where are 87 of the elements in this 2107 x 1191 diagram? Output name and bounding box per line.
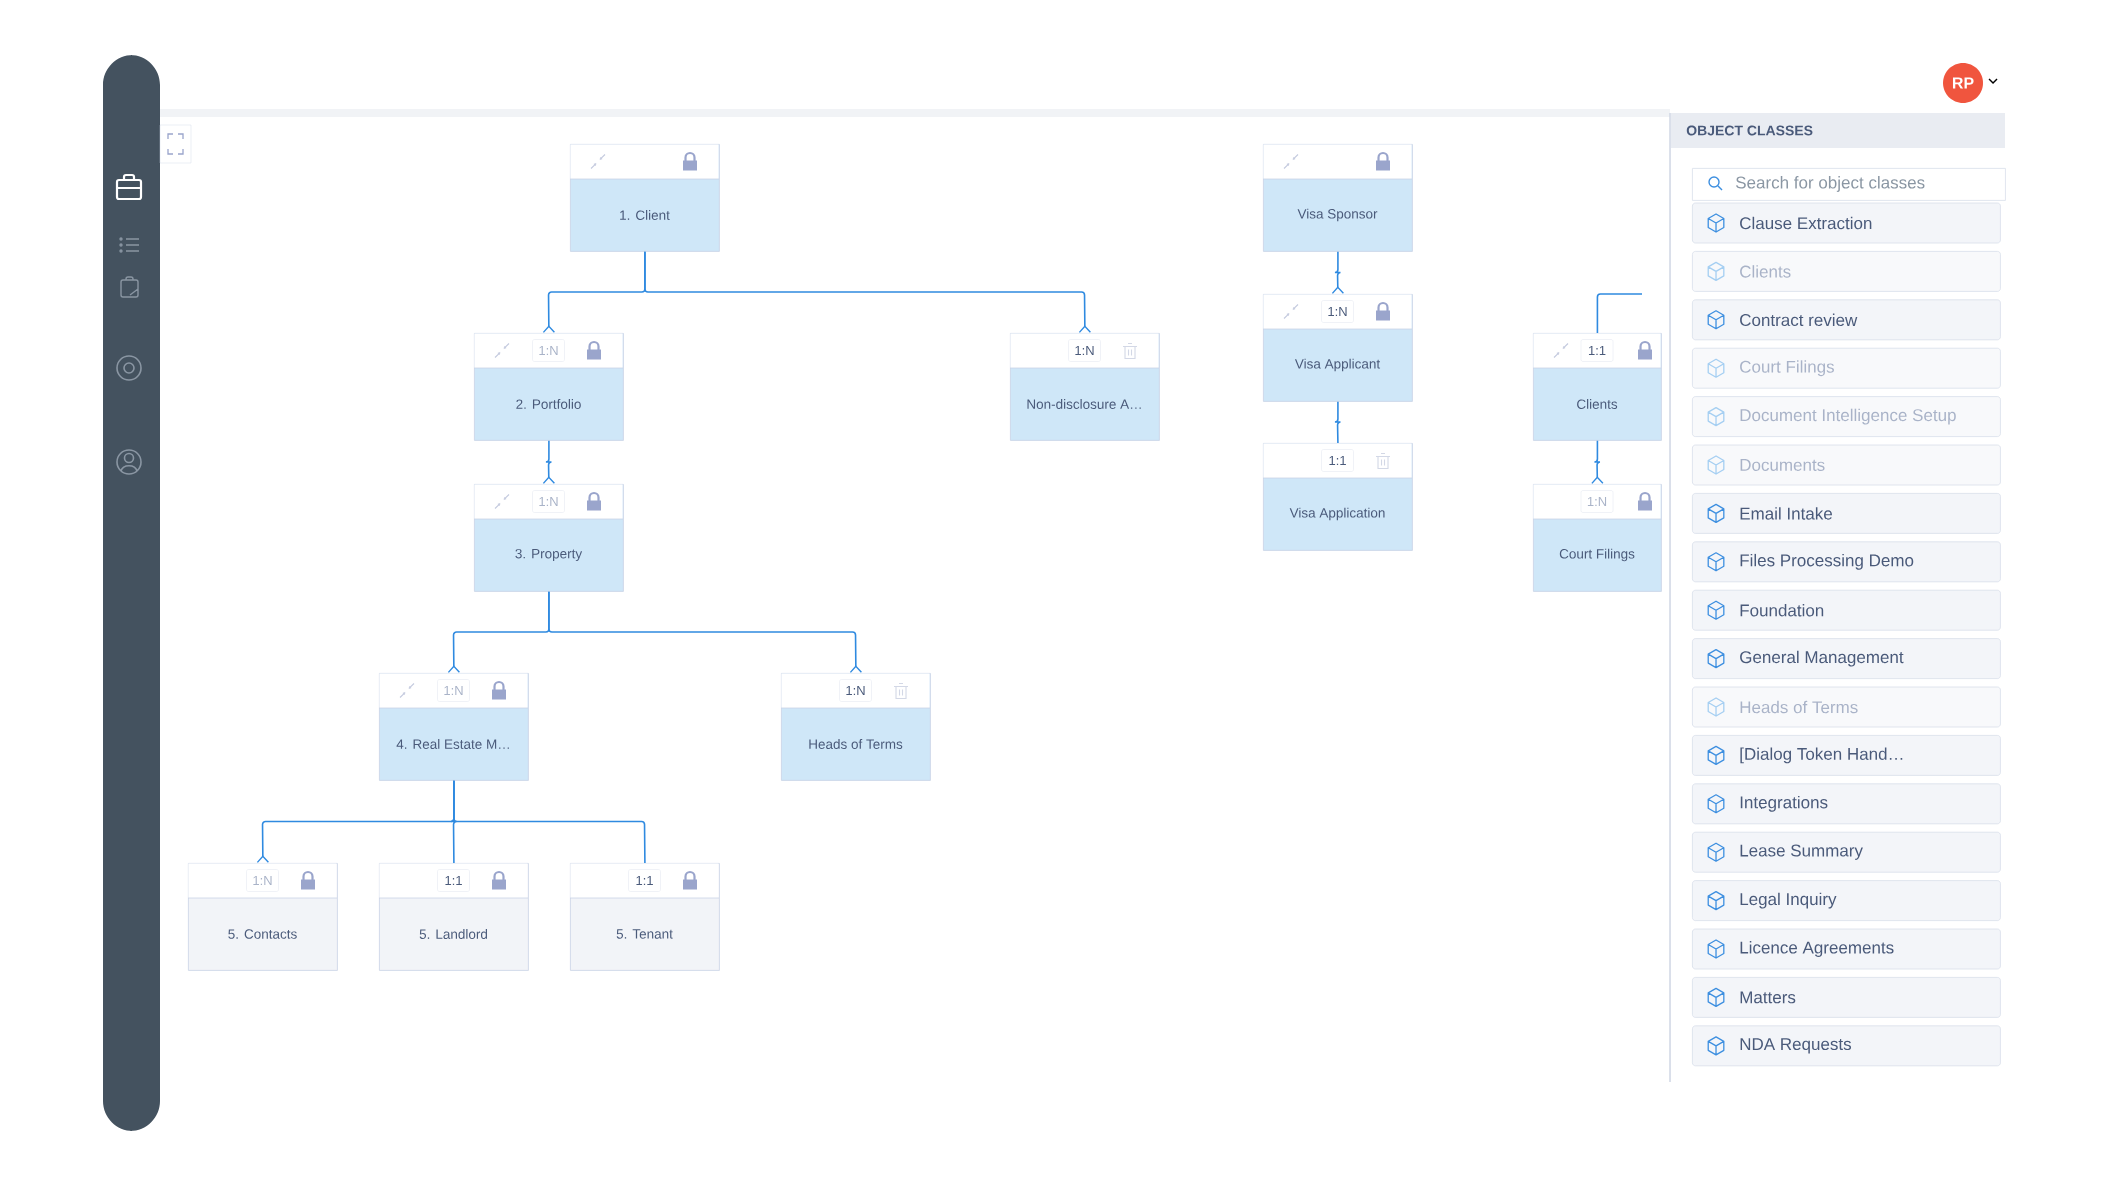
item-label: Court Filings [1740,360,1834,377]
cardinality-badge: 1:1 [628,869,661,892]
entity-box [1262,443,1413,551]
connector [1596,293,1643,334]
list-item [1692,880,2001,921]
entity-label: 5. Contacts [228,929,297,939]
connector [453,780,646,864]
search-field [1692,168,2006,201]
item-label: Foundation [1740,603,1824,617]
item-label: Contract review [1740,313,1858,327]
item-label: Lease Summary [1740,844,1863,860]
list-item [1692,735,2001,776]
cardinality-badge: 1:1 [1580,339,1614,362]
list-item [1692,541,2001,583]
cardinality-badge: 1:N [246,869,279,892]
cardinality-badge: 1:N [1580,490,1614,513]
entity-label: Non-disclosure A… [1027,399,1141,409]
list-item [1692,299,2001,341]
entity-box [1262,294,1413,402]
entity-box [569,144,720,252]
entity-label: 2. Portfolio [516,399,581,409]
entity-label: 1. Client [620,210,670,220]
entity-label: 4. Real Estate M… [396,739,509,749]
entity-label: Visa Sponsor [1297,208,1378,222]
cardinality-badge: 1:N [839,679,872,702]
cardinality-badge: 1:1 [437,869,470,892]
list-item [1692,783,2001,825]
list-item [1692,493,2001,534]
list-item [1692,251,2001,292]
item-label: Integrations [1740,795,1828,812]
list-item [1692,589,2001,631]
entity-box [1262,144,1413,252]
cardinality-badge: 1:N [532,490,565,513]
entity-label: Heads of Terms [809,739,903,749]
connector [542,440,556,485]
panel-heading: OBJECT CLASSES [1686,125,1813,136]
list-item [1692,638,2001,679]
item-label: Clients [1740,265,1791,278]
list-item [1692,396,2001,437]
item-label: Matters [1740,991,1796,1004]
item-label: Documents [1740,459,1825,471]
list-item [1692,686,2001,728]
cardinality-badge: 1:1 [1321,449,1354,472]
item-label: Email Intake [1740,507,1832,520]
connector [548,591,863,674]
cardinality-badge: 1:N [1321,300,1354,323]
item-label: [Dialog Token Hand… [1740,747,1903,764]
entity-label: 3. Property [515,548,583,562]
connector [1334,401,1342,444]
item-label: NDA Requests [1740,1038,1851,1054]
cardinality-badge: 1:N [1068,339,1101,362]
item-label: Legal Inquiry [1740,892,1837,909]
entity-label: Court Filings [1559,548,1635,562]
entity-box [1532,333,1662,441]
entity-label: 5. Landlord [419,929,487,939]
list-item [1692,444,2001,486]
entity-box [1532,484,1662,592]
list-item [1692,1025,2001,1067]
list-item [1692,202,2001,244]
entity-box [473,333,624,441]
list-item [1692,977,2001,1018]
entity-box [569,863,720,971]
entity-box [378,863,529,971]
connector [1591,440,1604,485]
entity-box [187,863,338,971]
entity-box [1009,333,1160,441]
entity-box [780,673,931,781]
item-label: Clause Extraction [1740,216,1872,230]
connector [1331,251,1345,295]
cardinality-badge: 1:N [437,679,470,702]
entity-box [378,673,529,781]
cardinality-badge: 1:N [532,339,565,362]
item-label: Licence Agreements [1740,941,1894,957]
list-item [1692,347,2001,389]
entity-box [473,484,624,592]
item-label: Heads of Terms [1740,700,1858,714]
connector [644,251,1092,334]
entity-label: Visa Applicant [1294,358,1381,372]
item-label: Files Processing Demo [1740,553,1914,570]
entity-label: Clients [1577,399,1618,409]
entity-label: Visa Application [1289,507,1385,521]
placeholder-text: Search for object classes [1736,176,1925,192]
list-item [1692,928,2001,970]
entity-label: 5. Tenant [616,929,673,939]
list-item [1692,831,2001,873]
item-label: Document Intelligence Setup [1740,408,1956,425]
item-label: General Management [1740,650,1904,667]
